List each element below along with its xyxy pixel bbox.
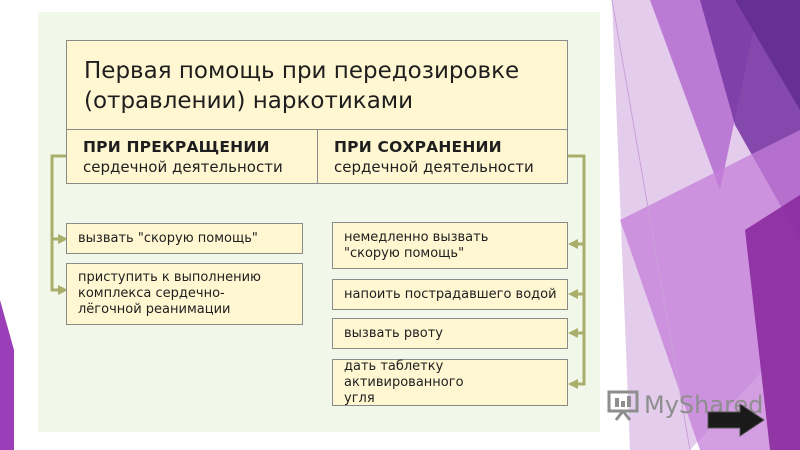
right-item-1: немедленно вызвать "скорую помощь" [332,222,568,269]
branch-right-subheading: сердечной деятельности [334,157,534,176]
diagram-title: Первая помощь при передозировке (отравле… [84,57,520,114]
left-item-1: вызвать "скорую помощь" [66,223,303,254]
branch-right-heading: ПРИ СОХРАНЕНИИ [334,137,502,156]
next-arrow-icon[interactable] [706,402,766,438]
diagram-title-box: Первая помощь при передозировке (отравле… [66,40,568,130]
branch-left-heading: ПРИ ПРЕКРАЩЕНИИ [83,137,270,156]
right-item-3: вызвать рвоту [332,318,568,349]
branch-left-header: ПРИ ПРЕКРАЩЕНИИ сердечной деятельности [66,129,318,184]
branch-left-subheading: сердечной деятельности [83,157,283,176]
left-item-2: приступить к выполнению комплекса сердеч… [66,263,303,325]
branch-right-header: ПРИ СОХРАНЕНИИ сердечной деятельности [317,129,568,184]
right-item-2-text: напоить пострадавшего водой [344,286,557,302]
left-item-2-text: приступить к выполнению комплекса сердеч… [78,270,261,317]
right-item-4: дать таблетку активированного угля [332,359,568,406]
right-item-1-text: немедленно вызвать "скорую помощь" [344,229,489,261]
right-item-2: напоить пострадавшего водой [332,279,568,310]
left-item-1-text: вызвать "скорую помощь" [78,230,258,246]
right-item-3-text: вызвать рвоту [344,325,443,341]
presentation-logo-icon [607,390,639,421]
right-item-4-text: дать таблетку активированного угля [344,358,464,406]
